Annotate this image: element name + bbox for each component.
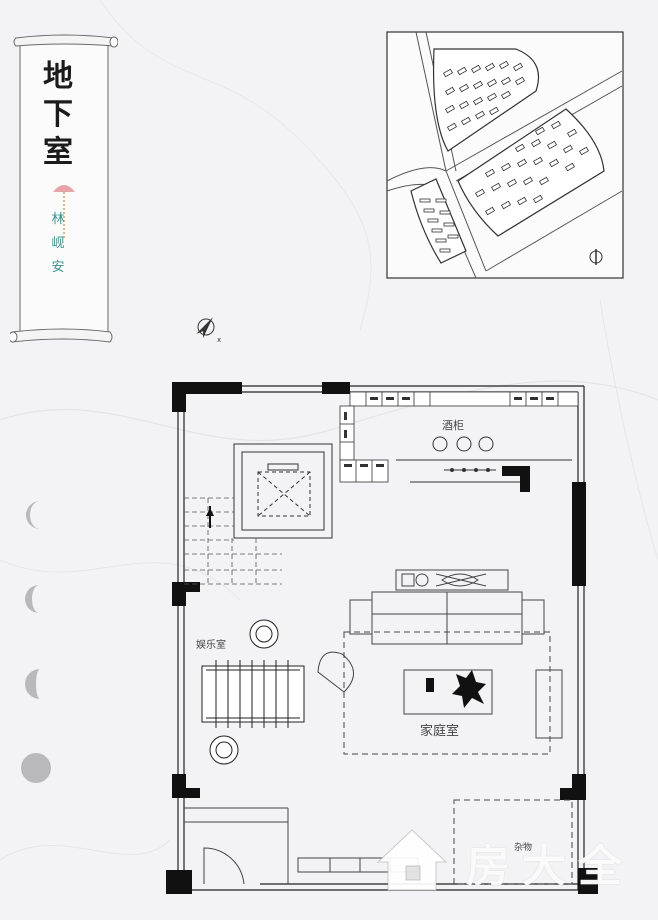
watermark <box>376 829 448 891</box>
north-arrow-icon <box>589 249 603 265</box>
page-title: 地 下 室 <box>36 58 80 172</box>
label-wine-cellar: 酒柜 <box>442 419 464 432</box>
designer-name: 林 岘 安 <box>38 208 78 280</box>
title-char-3: 室 <box>43 135 73 170</box>
title-char-1: 地 <box>43 59 73 94</box>
compass-icon: x <box>196 317 221 344</box>
lantern-ornament-icon <box>53 185 75 238</box>
designer-char-1: 林 <box>51 212 65 227</box>
label-family-room: 家庭室 <box>420 724 460 739</box>
label-storage: 杂物 <box>514 843 533 853</box>
designer-char-3: 安 <box>51 260 65 275</box>
moon-phase-icon <box>25 669 40 699</box>
title-char-2: 下 <box>43 97 73 132</box>
moon-phase-icon <box>26 501 40 529</box>
label-entertainment-room: 娱乐室 <box>196 640 226 651</box>
svg-text:x: x <box>217 336 221 344</box>
site-plan <box>386 31 624 279</box>
title-scroll <box>8 34 119 346</box>
watermark-text: 房大全 <box>466 841 634 892</box>
designer-char-2: 岘 <box>51 236 65 251</box>
floor-plan <box>166 382 598 894</box>
house-logo-icon <box>376 829 448 891</box>
moon-phase-icon <box>25 585 39 613</box>
moon-phase-icon <box>21 753 51 783</box>
